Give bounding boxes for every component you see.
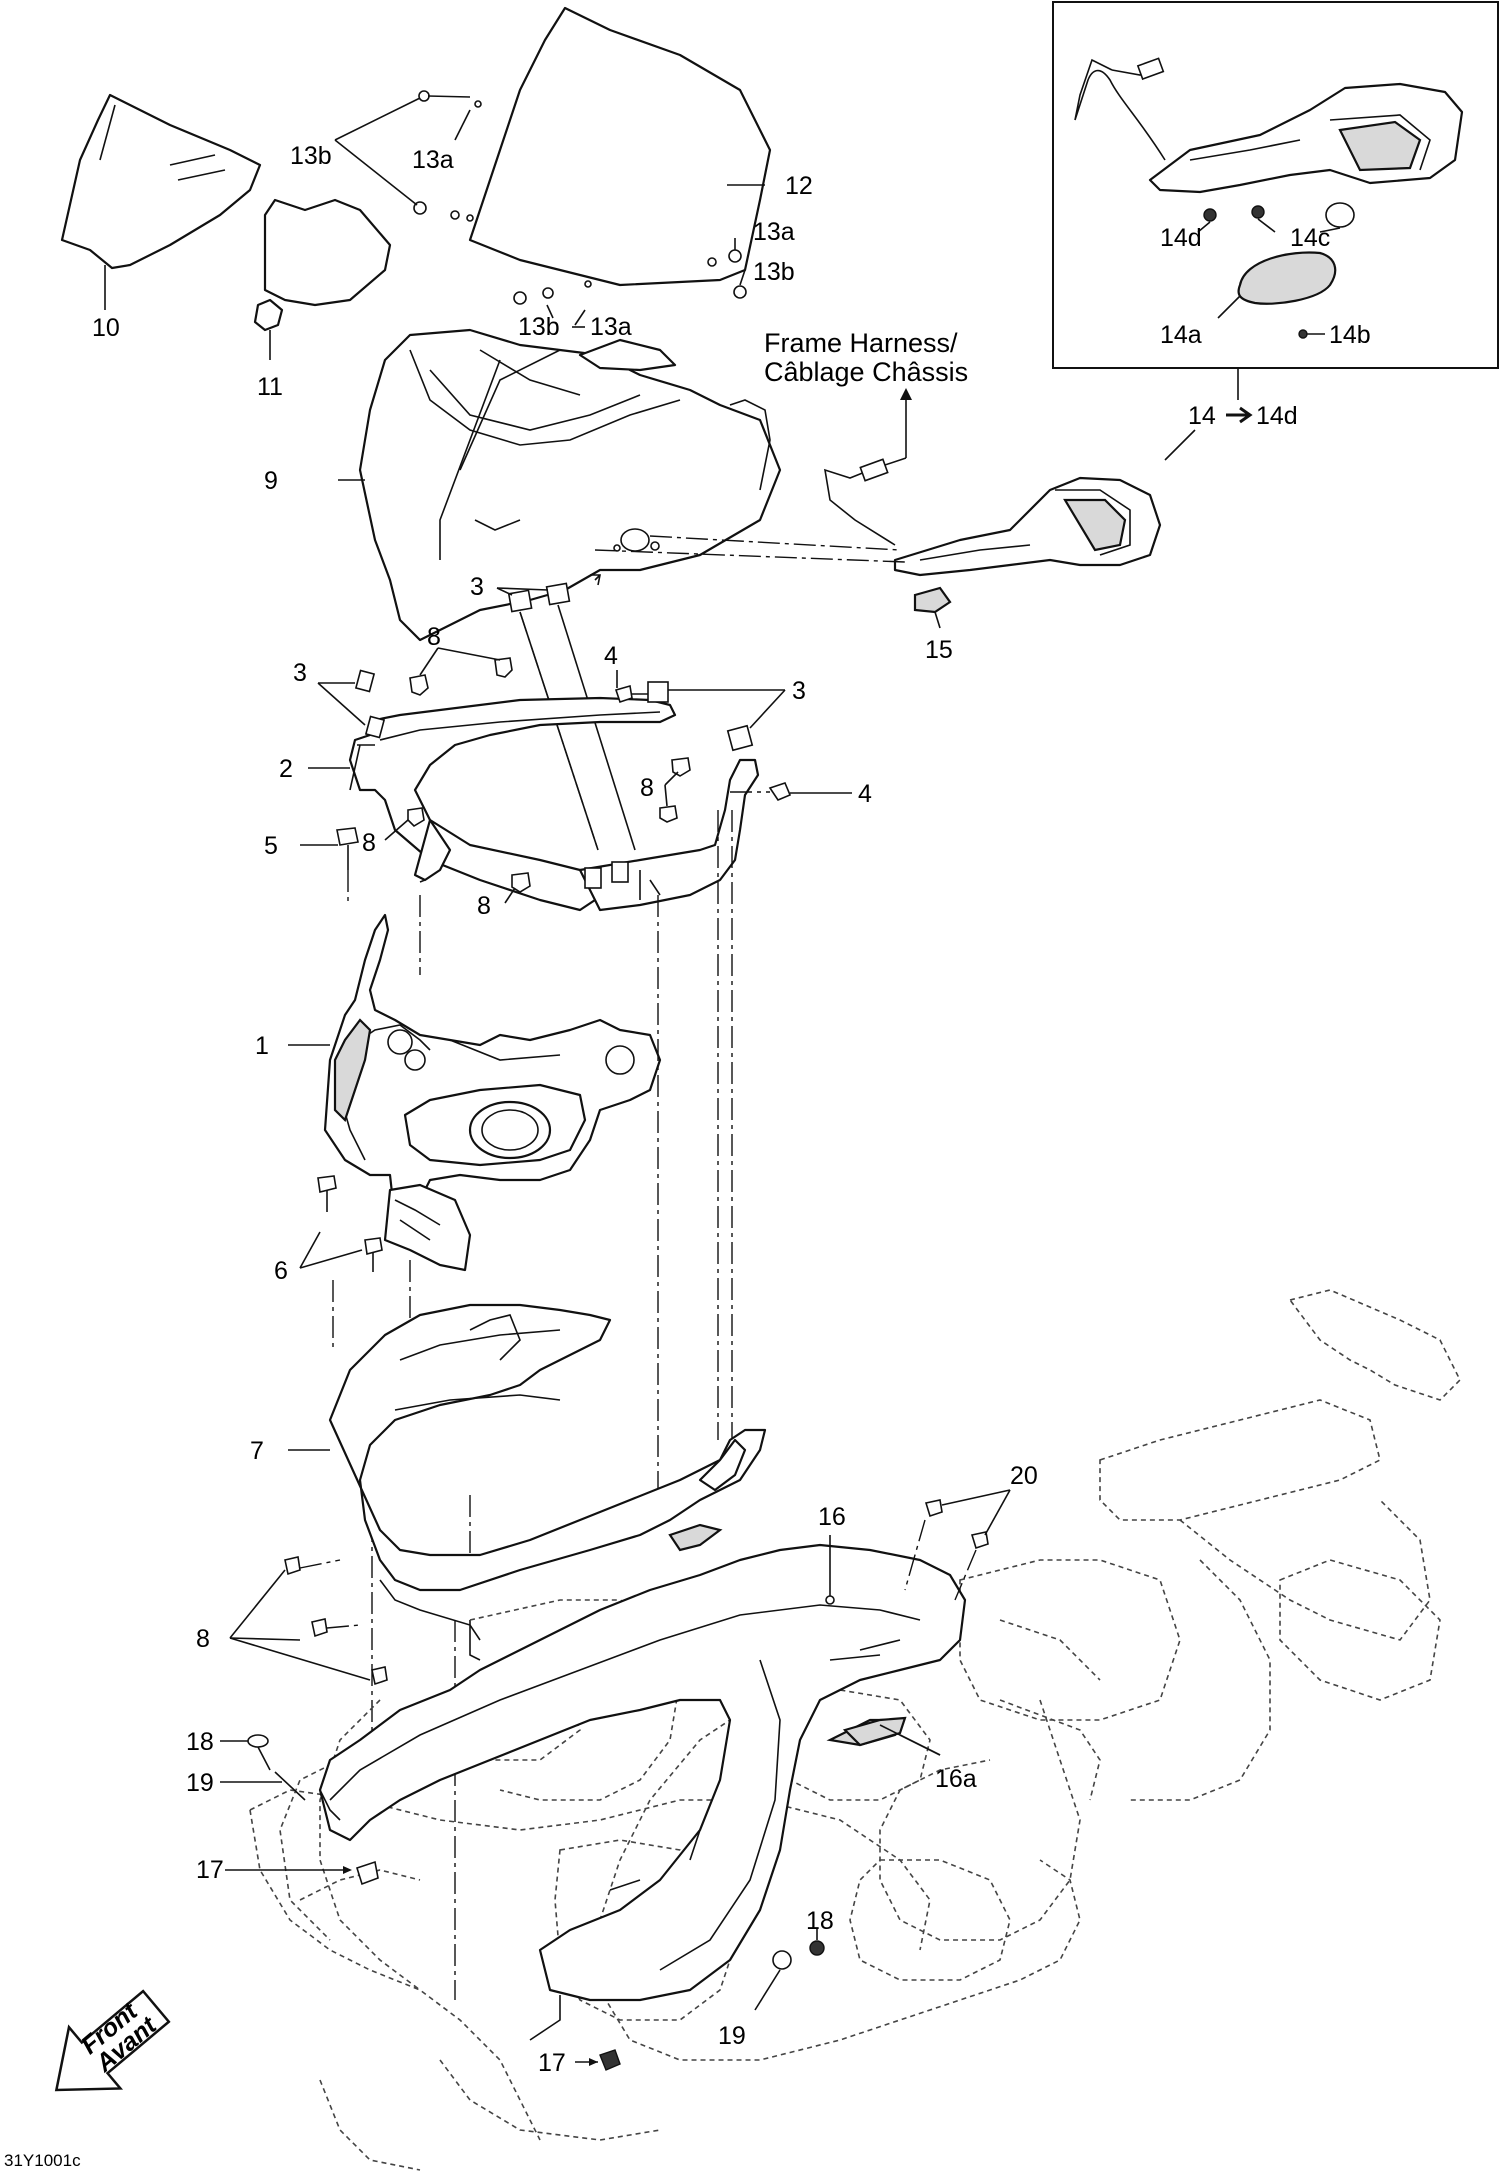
label-8-left: 8	[362, 829, 376, 857]
part-8-fasteners-mid	[659, 757, 691, 823]
label-8-lower: 8	[477, 892, 491, 920]
label-16: 16	[818, 1503, 846, 1531]
label-18-right: 18	[806, 1907, 834, 1935]
label-13a-top: 13a	[412, 146, 454, 174]
label-14c: 14c	[1290, 224, 1330, 252]
part-10-deflector	[60, 93, 262, 310]
label-19-right: 19	[718, 2022, 746, 2050]
part-4-and-3-right	[614, 670, 852, 801]
right-arrow-icon	[1226, 406, 1253, 424]
label-10: 10	[92, 314, 120, 342]
leader-13b-top	[334, 97, 421, 141]
label-8-mid: 8	[640, 774, 654, 802]
part-16a-strip	[842, 1716, 941, 1756]
label-3-right: 3	[792, 677, 806, 705]
alignment-lines	[332, 810, 733, 2000]
label-4-top: 4	[604, 642, 618, 670]
part-9-upper-nose	[338, 328, 782, 642]
label-17-right: 17	[538, 2049, 566, 2077]
label-11: 11	[257, 373, 283, 401]
part-6-bolts	[299, 1175, 383, 1272]
part-8-fastener-lower	[504, 872, 531, 904]
part-3-clips-left	[317, 669, 386, 739]
label-5: 5	[264, 832, 278, 860]
leader-14c-a	[1257, 218, 1276, 233]
part-5-bolt	[300, 827, 359, 905]
label-13b-right: 13b	[753, 258, 795, 286]
label-9: 9	[264, 467, 278, 495]
part-1-headlight	[288, 913, 662, 1272]
part-17-left	[225, 1860, 379, 1886]
part-20-fasteners	[904, 1489, 1011, 1601]
label-6: 6	[274, 1257, 288, 1285]
part-8-fasteners-bottom	[229, 1556, 388, 1686]
label-7: 7	[250, 1437, 264, 1465]
label-13b-top: 13b	[290, 142, 332, 170]
label-14a: 14a	[1160, 321, 1202, 349]
vehicle-frame	[249, 1289, 1461, 2171]
label-14: 14	[1188, 402, 1216, 430]
part-18-19-left	[220, 1734, 306, 1801]
label-17-left: 17	[196, 1856, 224, 1884]
label-15: 15	[925, 636, 953, 664]
up-arrow-icon	[900, 388, 912, 400]
part-18-19-right	[754, 1928, 825, 2011]
label-13b-bottom: 13b	[518, 313, 560, 341]
label-20: 20	[1010, 1462, 1038, 1490]
label-19-left: 19	[186, 1769, 214, 1797]
part-14-mirror	[594, 457, 1162, 629]
leader-14d	[1197, 221, 1211, 233]
label-16a: 16a	[935, 1765, 977, 1793]
label-14d: 14d	[1160, 224, 1202, 252]
label-2: 2	[279, 755, 293, 783]
label-8-top: 8	[427, 623, 441, 651]
leader-14c	[1319, 227, 1341, 233]
label-14b: 14b	[1329, 321, 1371, 349]
part-16-side-panel	[318, 1535, 967, 2041]
frame-harness-label-line2: Câblage Châssis	[764, 357, 968, 387]
part-7-lower-nose	[288, 1303, 767, 1661]
label-14d-range: 14d	[1256, 402, 1298, 430]
part-12-windshield	[413, 6, 772, 305]
part-8-fastener-left	[384, 807, 425, 841]
label-3-top: 3	[470, 573, 484, 601]
label-18-left: 18	[186, 1728, 214, 1756]
part-11-cover	[253, 198, 392, 360]
part-17-right	[575, 2049, 621, 2071]
label-13a-bottom: 13a	[590, 313, 632, 341]
part-2-support	[308, 696, 760, 912]
frame-harness-label-line1: Frame Harness/	[764, 328, 958, 358]
leader-14	[1164, 429, 1196, 461]
front-arrow-icon: Front Avant	[54, 1989, 171, 2092]
label-12: 12	[785, 172, 813, 200]
label-1: 1	[255, 1032, 269, 1060]
drawing-code: 31Y1001c	[4, 2151, 81, 2170]
label-3-left: 3	[293, 659, 307, 687]
label-8-bottom: 8	[196, 1625, 210, 1653]
label-4-right: 4	[858, 780, 872, 808]
leader-14a	[1217, 295, 1241, 319]
mirror-detail-inset	[1052, 1, 1499, 369]
part-8-fasteners-top	[409, 647, 513, 696]
label-13a-right: 13a	[753, 218, 795, 246]
part-3-clips-top	[496, 574, 636, 851]
